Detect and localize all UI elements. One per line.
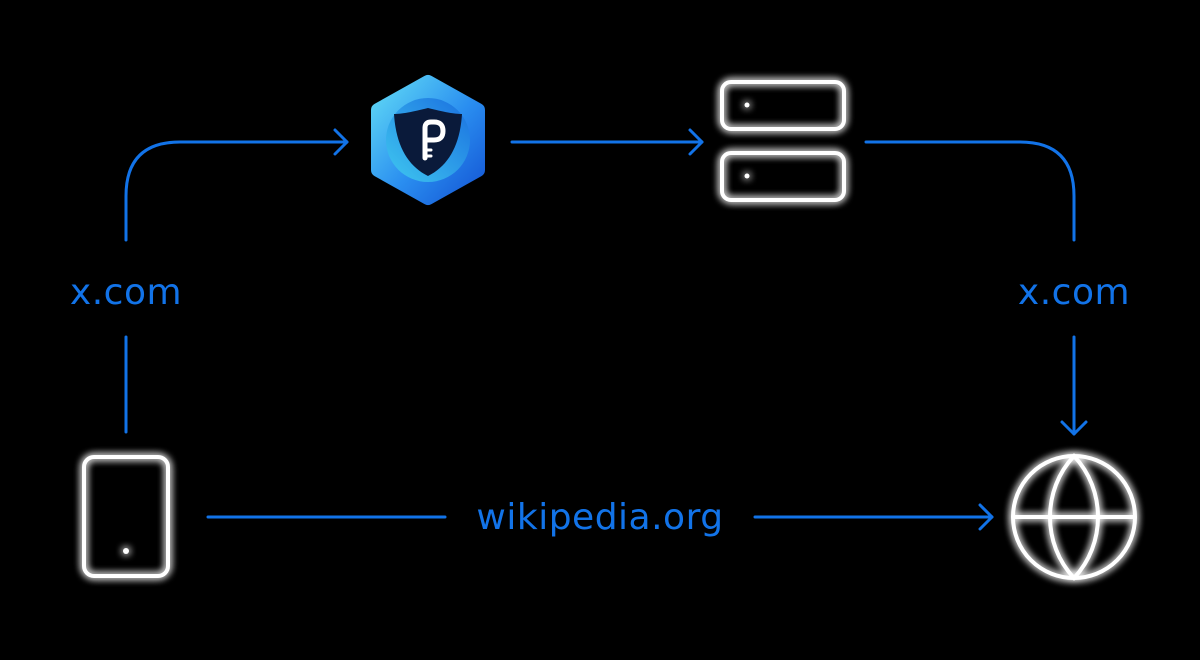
phone-icon — [82, 455, 170, 578]
route-lines — [124, 128, 1088, 531]
arrowhead-to-vpn — [333, 128, 349, 156]
server-icon — [720, 80, 846, 202]
route-label-right: x.com — [1017, 272, 1131, 313]
arrowhead-direct-to-globe — [978, 503, 994, 531]
route-label-left: x.com — [69, 272, 183, 313]
vpn-shield-logo-icon — [371, 75, 485, 205]
globe-icon — [1011, 453, 1137, 581]
route-server-to-right-label — [864, 140, 1076, 242]
arrowhead-to-server — [688, 128, 704, 156]
arrowhead-to-globe — [1060, 420, 1088, 436]
route-label-direct: wikipedia.org — [476, 497, 724, 538]
route-left-label-to-vpn — [124, 140, 349, 242]
